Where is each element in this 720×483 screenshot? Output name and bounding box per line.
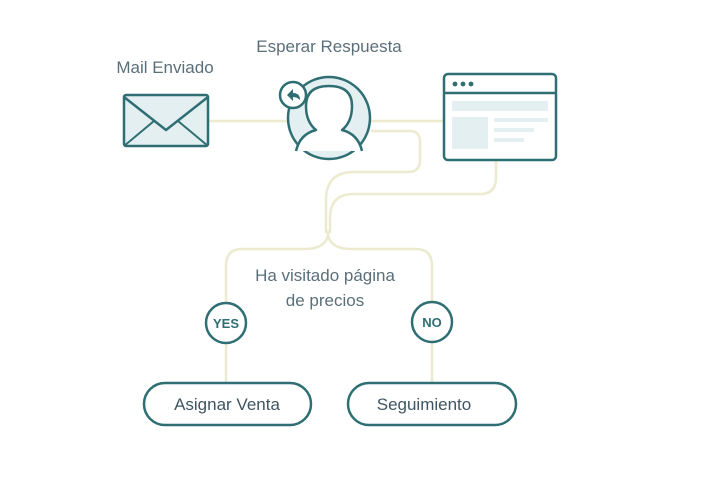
no-label: NO [422, 315, 442, 330]
yes-badge: YES [204, 301, 248, 345]
connector-split-no [326, 230, 434, 304]
question-line-1: Ha visitado página [255, 266, 395, 285]
question-line-2: de precios [286, 291, 364, 310]
no-outcome-label: Seguimiento [377, 395, 472, 414]
mail-label: Mail Enviado [116, 58, 213, 77]
yes-outcome-pill: Asignar Venta [142, 381, 313, 427]
user-avatar-icon [286, 75, 372, 161]
connectors [206, 119, 498, 385]
envelope-icon [122, 93, 210, 148]
reply-arrow-icon [278, 80, 308, 110]
yes-outcome-label: Asignar Venta [174, 395, 280, 414]
no-outcome-pill: Seguimiento [346, 381, 518, 427]
connector-wait-branch [324, 129, 422, 234]
no-badge: NO [410, 300, 454, 344]
connector-page-branch [328, 159, 498, 234]
browser-window-icon [442, 72, 558, 162]
yes-label: YES [213, 316, 239, 331]
wait-label: Esperar Respuesta [256, 37, 402, 56]
connector-split-yes [224, 230, 330, 305]
